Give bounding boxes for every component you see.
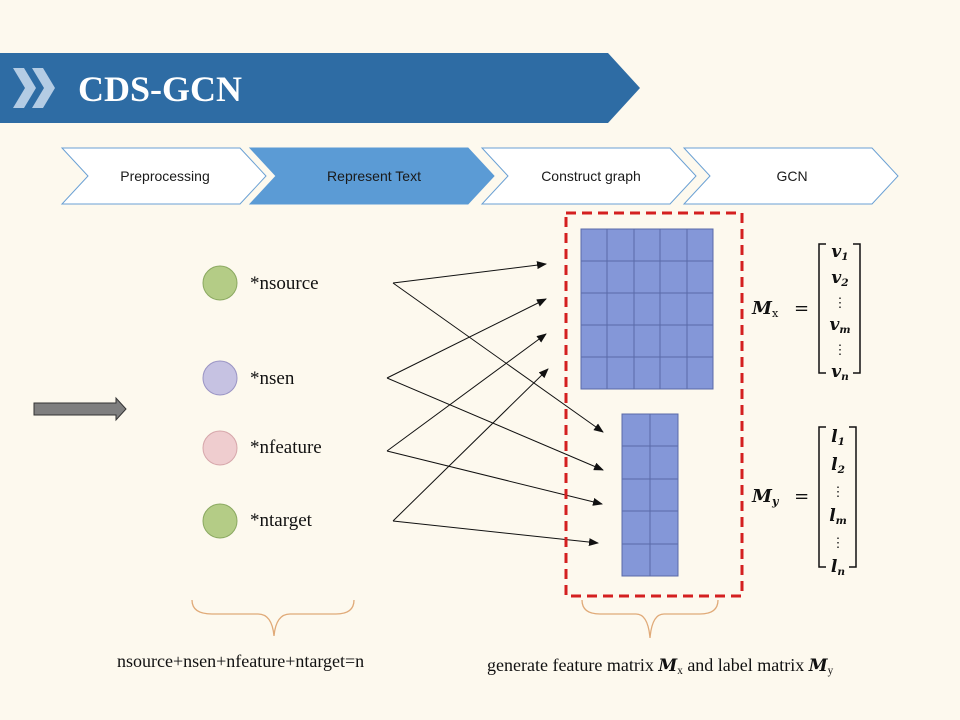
process-steps xyxy=(60,147,899,205)
vec-row: l2 xyxy=(831,454,845,476)
arrow-nsource-mx xyxy=(392,261,547,284)
vdots-icon: ⋮ xyxy=(831,535,845,551)
feature-matrix-grid xyxy=(580,228,714,390)
vdots-icon: ⋮ xyxy=(833,342,847,358)
node-label-nsource: *nsource xyxy=(250,273,319,294)
title-banner xyxy=(0,53,640,123)
vec-row: vm xyxy=(829,314,851,336)
vdots-icon: ⋮ xyxy=(833,295,847,311)
vec-row: vn xyxy=(831,361,849,383)
caption-node-sum: nsource+nsen+nfeature+ntarget=n xyxy=(117,651,365,671)
step-represent-text xyxy=(248,147,495,205)
vdots-icon: ⋮ xyxy=(831,484,845,500)
matrix-x-brackets xyxy=(818,243,861,374)
matrix-x-vector: v1 v2 ⋮ vm ⋮ vn xyxy=(822,242,858,388)
matrix-highlight-box xyxy=(564,211,744,598)
arrow-nsen-my xyxy=(386,377,604,471)
vec-row: l1 xyxy=(831,427,845,448)
arrow-nfeature-my xyxy=(386,450,603,506)
node-label-ntarget: *ntarget xyxy=(250,510,312,531)
node-nsen xyxy=(202,360,238,396)
step-label-preprocessing: Preprocessing xyxy=(120,168,210,184)
caption-generate-matrices: generate feature matrix Mx and label mat… xyxy=(487,655,834,678)
step-label-represent-text: Represent Text xyxy=(327,168,421,184)
connection-arrows xyxy=(386,261,604,547)
matrix-y-brackets xyxy=(818,426,857,568)
arrow-ntarget-my xyxy=(392,520,599,547)
input-arrow-icon xyxy=(33,396,127,422)
node-ntarget xyxy=(202,503,238,539)
chevron-icon xyxy=(32,68,55,108)
node-label-nsen: *nsen xyxy=(250,368,295,389)
step-preprocessing xyxy=(60,147,267,205)
vec-row: v1 xyxy=(831,242,849,263)
chevron-icon xyxy=(13,68,36,108)
arrow-nsen-mx xyxy=(386,298,547,379)
node-nfeature xyxy=(202,430,238,466)
node-label-nfeature: *nfeature xyxy=(250,437,322,458)
arrow-nsource-my xyxy=(392,282,604,433)
step-label-construct-graph: Construct graph xyxy=(541,168,641,184)
matrix-x-lhs: Mx = xyxy=(752,298,810,321)
matrix-y-vector: l1 l2 ⋮ lm ⋮ ln xyxy=(822,426,854,584)
node-nsource xyxy=(202,265,238,301)
page-title: CDS-GCN xyxy=(78,69,243,109)
step-gcn xyxy=(682,147,899,205)
left-brace-icon xyxy=(191,599,355,637)
vec-row: ln xyxy=(830,556,846,578)
step-label-gcn: GCN xyxy=(776,168,808,184)
arrow-ntarget-mx xyxy=(392,368,549,522)
matrix-y-lhs: My = xyxy=(752,486,810,509)
label-matrix-grid xyxy=(621,413,679,577)
arrow-nfeature-mx xyxy=(386,333,547,452)
right-brace-icon xyxy=(581,599,719,639)
vec-row: v2 xyxy=(831,267,849,289)
vec-row: lm xyxy=(829,505,847,527)
step-construct-graph xyxy=(480,147,697,205)
